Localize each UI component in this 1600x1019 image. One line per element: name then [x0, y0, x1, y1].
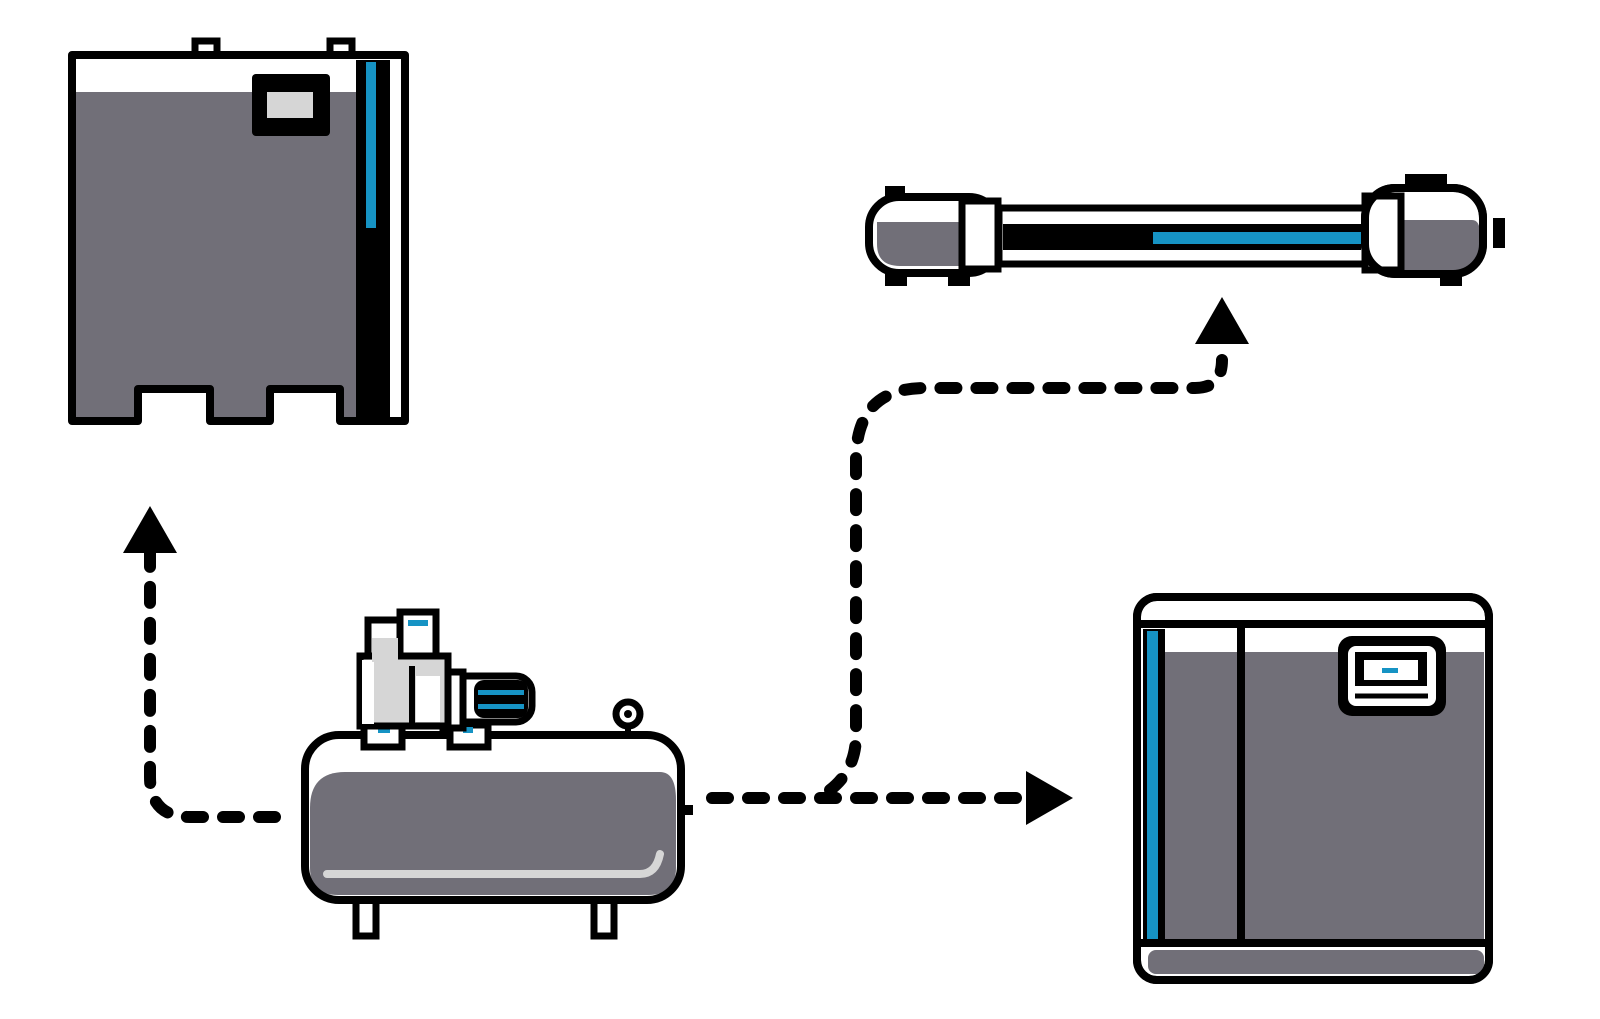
flow-line-to-tall-cabinet: [144, 544, 281, 823]
enclosure-base: [1148, 950, 1484, 974]
pump-highlight: [362, 660, 374, 724]
enclosure-outline: [1133, 593, 1493, 984]
cabinet-outline: [68, 51, 409, 425]
mount-accent: [378, 727, 390, 733]
flow-arrows: [144, 354, 1228, 823]
cabinet-display-screen: [267, 92, 313, 118]
arrowhead-up-left-icon: [123, 506, 177, 553]
arrowhead-right-icon: [1026, 771, 1073, 825]
pump-accent: [408, 620, 428, 626]
motor-accent-2: [478, 704, 524, 709]
filter-right-cap-outline: [1361, 184, 1487, 278]
enclosure-accent-bar: [1147, 631, 1158, 939]
enclosure-controller-led: [1382, 668, 1398, 673]
flow-line-to-inline-filter: [824, 354, 1228, 796]
enclosed-cabinet-icon: [1133, 593, 1493, 984]
filter-left-band: [958, 197, 1002, 273]
pump-shade: [372, 638, 398, 662]
pump-panel: [416, 676, 440, 722]
tank-outline: [301, 731, 685, 904]
inline-filter-icon: [865, 174, 1505, 286]
tank-mounted-compressor-icon: [301, 608, 693, 940]
mount-accent: [463, 727, 473, 733]
gauge-center: [624, 710, 632, 718]
cabinet-accent-bar: [366, 62, 376, 228]
tall-cabinet-icon: [68, 37, 409, 425]
filter-outlet-port: [1493, 218, 1505, 248]
tank-outlet: [681, 805, 693, 815]
cabinet-body: [72, 92, 356, 421]
motor-fins: [474, 680, 528, 718]
motor-accent-1: [478, 690, 524, 695]
tank-highlight: [323, 850, 664, 878]
tank-body: [310, 772, 676, 895]
arrowhead-up-right-icon: [1195, 297, 1249, 344]
filter-accent-bar: [1153, 232, 1361, 244]
